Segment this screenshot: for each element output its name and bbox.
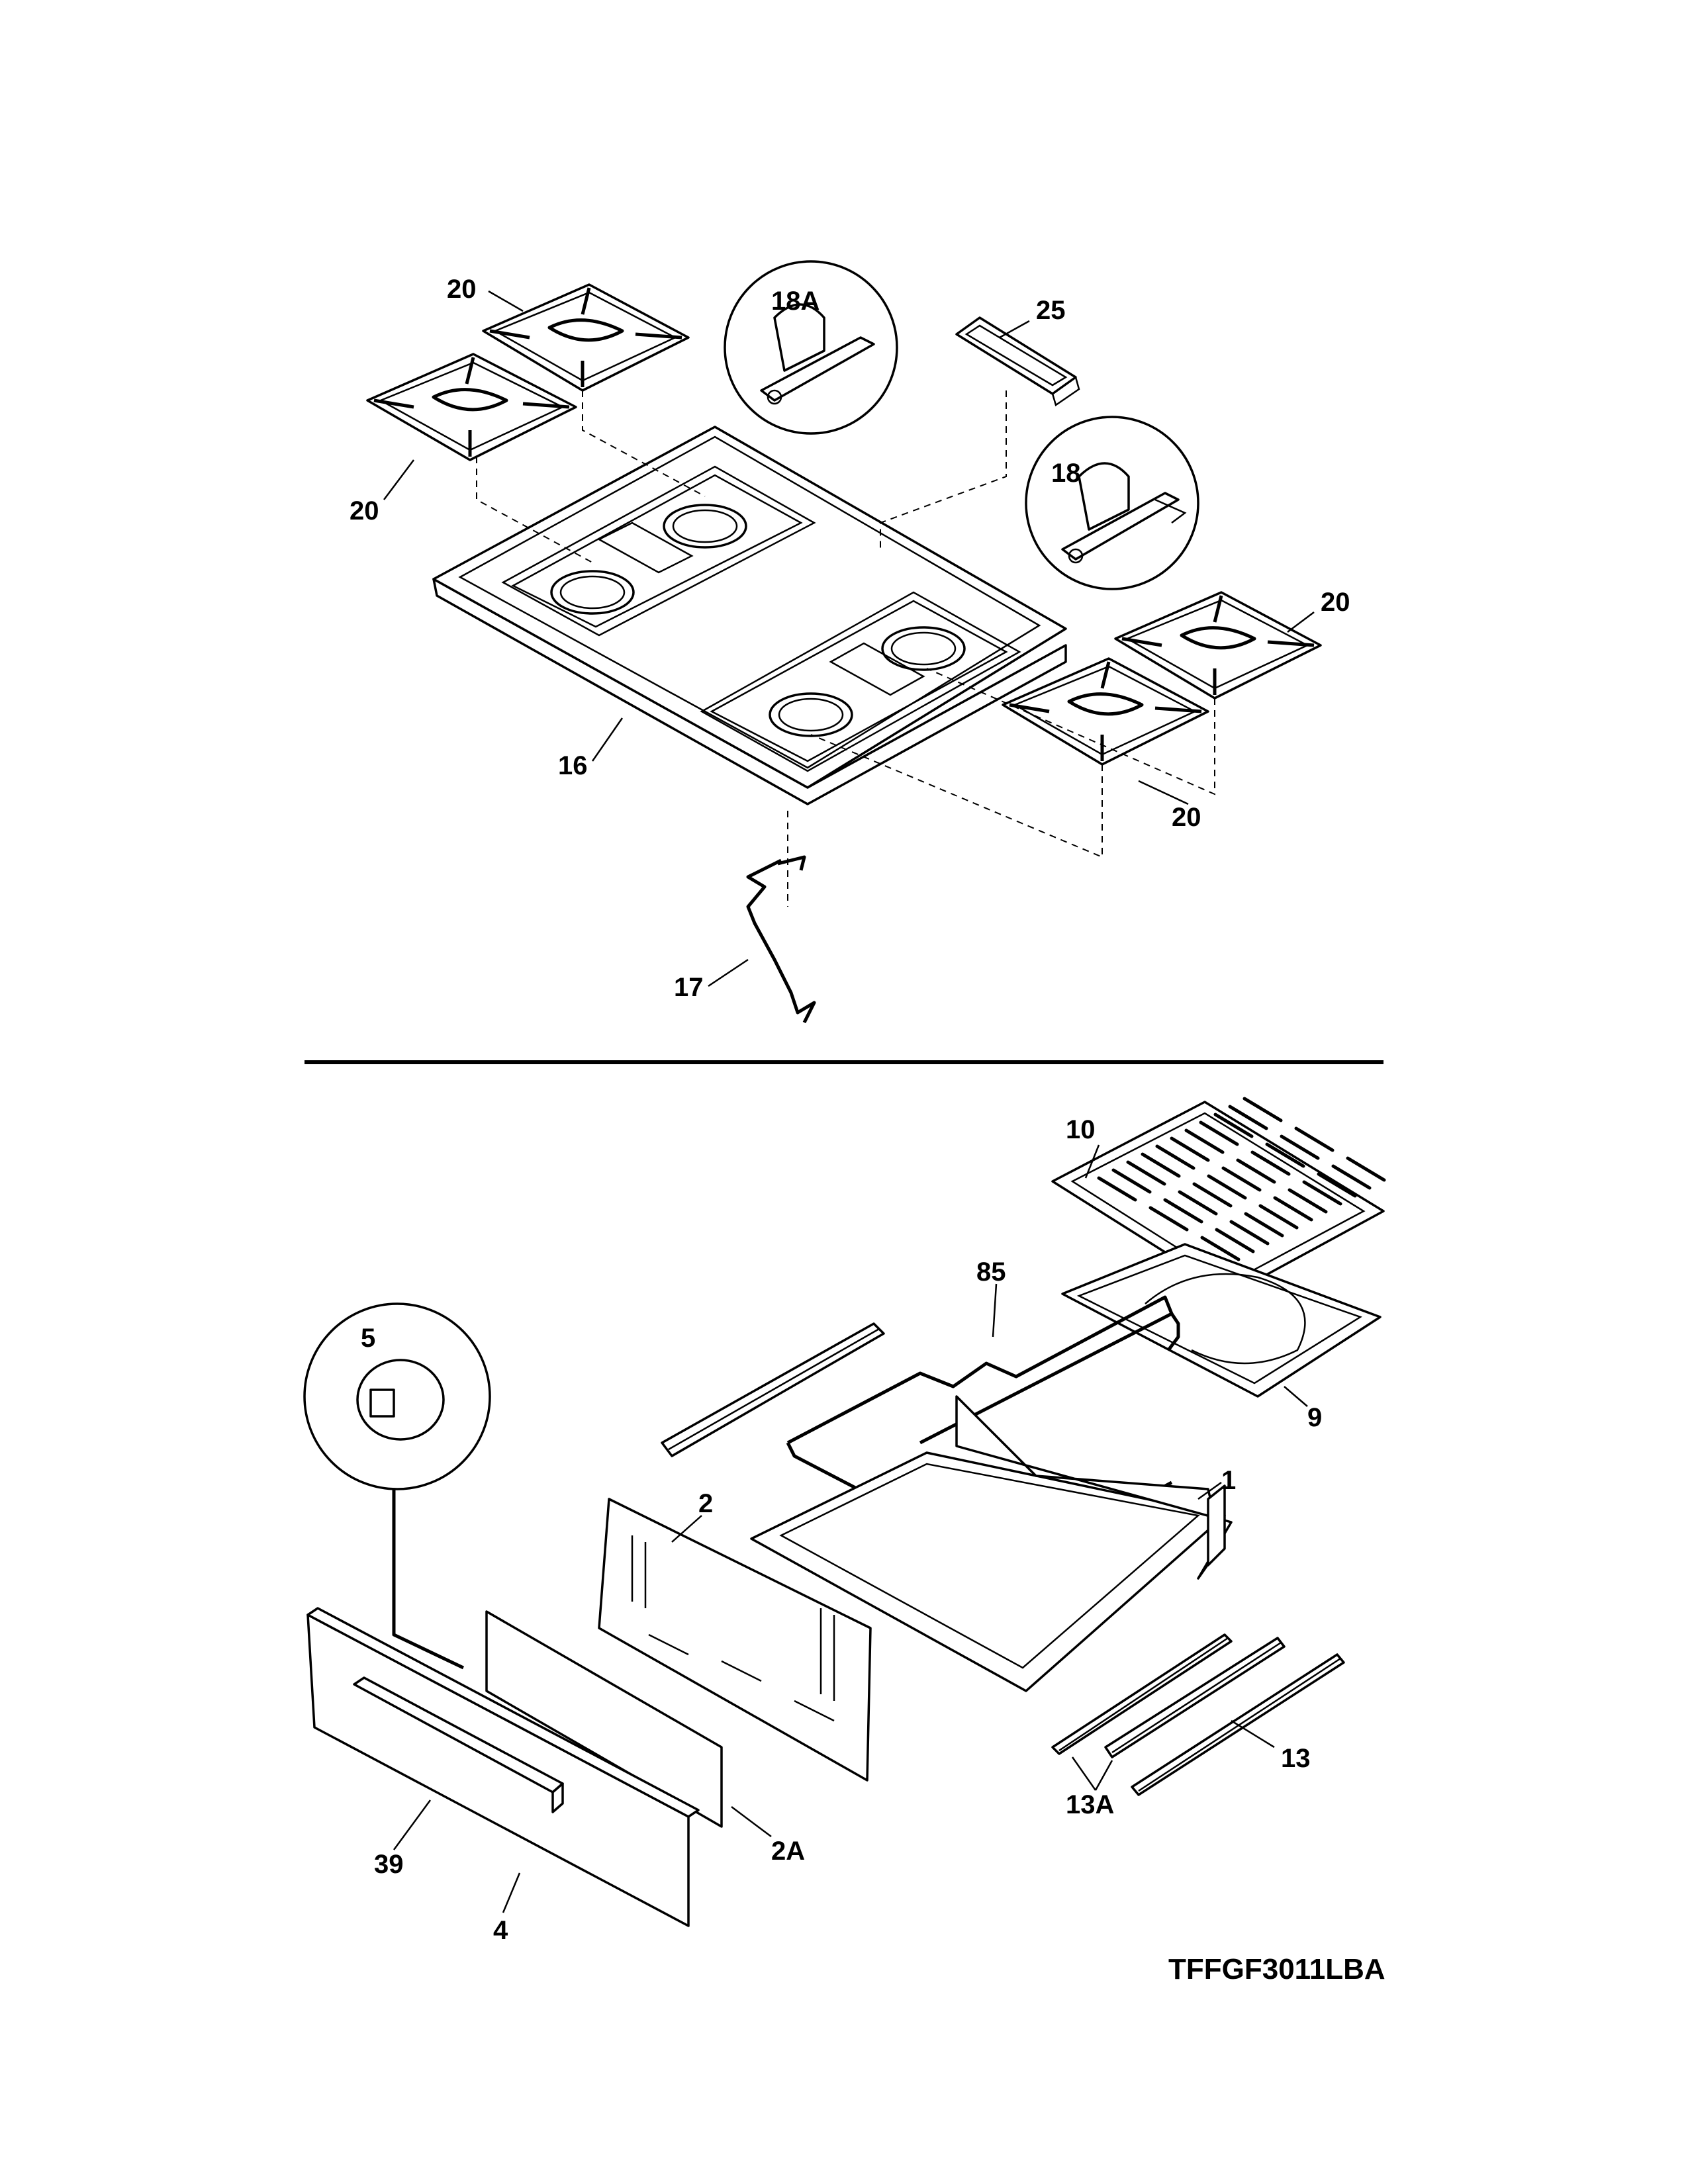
grid-slot [1244, 1212, 1284, 1238]
callout-9: 9 [1307, 1403, 1322, 1432]
burner-grate-20-front-right [1002, 657, 1209, 766]
grid-slot [1273, 1196, 1313, 1222]
callout-85: 85 [976, 1257, 1006, 1287]
grid-slot [1302, 1180, 1342, 1206]
burner-grate-20-front-left [366, 353, 577, 461]
grid-slot [1229, 1220, 1270, 1246]
callout-labels: 20 20 18A 25 18 20 20 16 17 10 85 5 9 1 … [350, 275, 1350, 1945]
callout-20-right-bottom: 20 [1172, 803, 1201, 832]
callout-16: 16 [558, 751, 588, 780]
callout-17: 17 [674, 973, 704, 1002]
grid-slot [1236, 1158, 1276, 1184]
grid-slot [1192, 1182, 1233, 1208]
grid-slot [1213, 1113, 1254, 1138]
callout-39: 39 [374, 1850, 404, 1879]
drawer-slide-upper-left [661, 1322, 885, 1457]
grid-slot [1141, 1152, 1181, 1178]
grid-slot [1288, 1188, 1328, 1214]
grid-slot [1155, 1144, 1196, 1170]
grid-slot [1221, 1166, 1262, 1192]
grid-slot [1228, 1105, 1268, 1130]
drawer-handle-39 [353, 1676, 564, 1813]
model-number: TFFGF3011LBA [1168, 1953, 1385, 1985]
inset-18-burner-clip [1025, 416, 1199, 590]
burner-grate-20-back-right [1114, 591, 1322, 700]
grid-slot [1250, 1150, 1291, 1176]
callout-10: 10 [1066, 1115, 1096, 1144]
drawer-back-panel-2 [598, 1498, 872, 1782]
grid-slot [1207, 1174, 1247, 1200]
callout-20-right-top: 20 [1321, 588, 1350, 617]
callout-5: 5 [361, 1324, 375, 1353]
grid-slot [1149, 1206, 1189, 1232]
grid-slot [1178, 1190, 1218, 1216]
grid-slot [1200, 1236, 1241, 1261]
grid-slot [1170, 1136, 1210, 1162]
callout-2: 2 [698, 1489, 713, 1518]
grid-slot [1163, 1198, 1203, 1224]
leader-lines [383, 290, 1315, 1913]
grid-slot [1111, 1168, 1152, 1194]
grid-slot [1331, 1164, 1372, 1190]
callout-1: 1 [1221, 1466, 1236, 1495]
drawer-body-1 [750, 1395, 1233, 1692]
callout-2a: 2A [771, 1837, 805, 1866]
grid-slot [1184, 1128, 1225, 1154]
grid-slot [1317, 1172, 1357, 1198]
inset-5-knob [303, 1302, 491, 1670]
grid-slot [1265, 1142, 1305, 1168]
part-25-bracket [955, 316, 1080, 407]
callout-4: 4 [493, 1916, 508, 1945]
grid-slot [1346, 1156, 1386, 1182]
grid-slot [1243, 1097, 1283, 1122]
inset-18a-burner-clip [724, 260, 898, 435]
grid-slot [1199, 1120, 1239, 1146]
callout-25: 25 [1036, 296, 1066, 325]
broiler-pan-grid-10 [1051, 1097, 1386, 1295]
grid-slot [1215, 1228, 1255, 1253]
cooktop-top-part-16 [432, 426, 1067, 805]
grid-slot [1280, 1134, 1320, 1160]
drawer-slide-rails-13 [1051, 1633, 1345, 1796]
callout-20-top-left: 20 [447, 275, 477, 304]
drawer-front-4 [306, 1607, 700, 1927]
drawer-inner-panel-2a [485, 1610, 723, 1828]
callout-13: 13 [1281, 1744, 1311, 1773]
callout-20-mid-left: 20 [350, 496, 379, 525]
callout-13a: 13A [1066, 1790, 1114, 1819]
grid-slot [1294, 1126, 1335, 1152]
broiler-pan-9 [1061, 1243, 1382, 1398]
callout-18: 18 [1051, 459, 1081, 488]
assembly-lines-top [476, 390, 1215, 907]
part-17-wire-spring [746, 855, 816, 1024]
grid-slot [1126, 1160, 1166, 1186]
burner-grate-20-back-left [482, 283, 690, 392]
grid-slot [1097, 1176, 1137, 1202]
grid-slot [1258, 1204, 1299, 1230]
callout-18a: 18A [771, 287, 820, 316]
